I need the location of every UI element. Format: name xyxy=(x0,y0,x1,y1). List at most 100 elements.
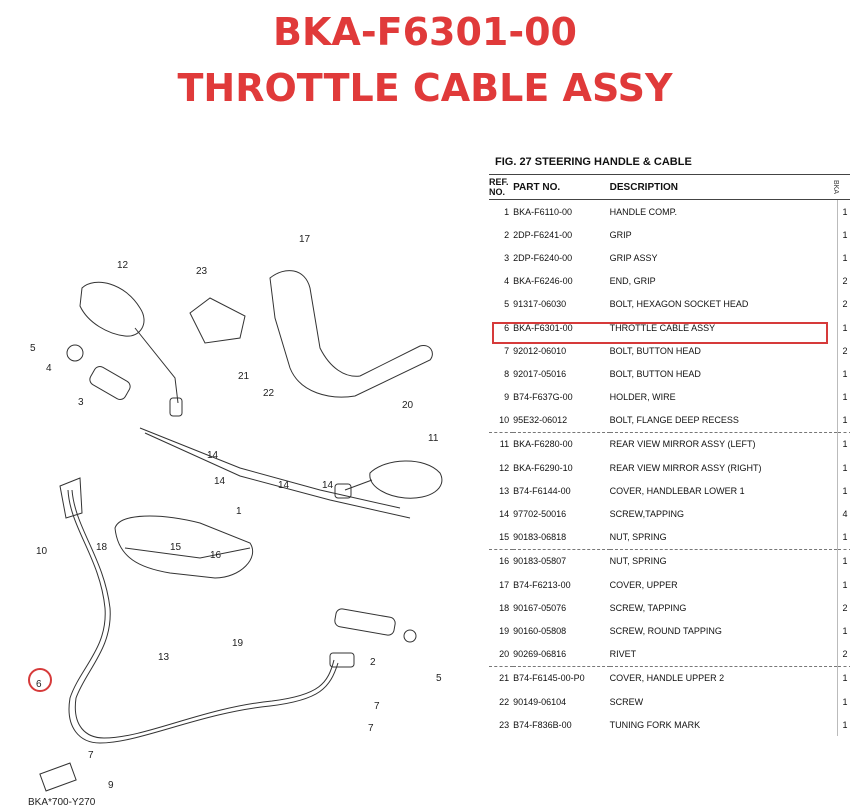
cell-desc: BOLT, BUTTON HEAD xyxy=(609,345,701,356)
cell-qty: 1 xyxy=(836,408,850,433)
cell-qty: 1 xyxy=(836,665,850,690)
callout-16: 16 xyxy=(210,550,222,561)
cell-ref: 6 xyxy=(504,322,510,333)
cell-part-no: 90183-06818 xyxy=(513,532,567,543)
cell-part-no: 90269-06816 xyxy=(513,649,567,660)
cell-qty: 1 xyxy=(836,548,850,573)
cell-ref: 13 xyxy=(499,485,510,496)
cell-ref: 14 xyxy=(499,509,510,520)
callout-14c: 14 xyxy=(278,480,290,491)
cell-part-no: BKA-F6280-00 xyxy=(513,431,610,457)
cell-part-no: B74-F6144-00 xyxy=(513,485,571,496)
callout-7a: 7 xyxy=(374,701,380,712)
cell-ref: 8 xyxy=(504,368,510,379)
cell-desc: GRIP xyxy=(609,229,632,240)
cell-part-no: 92017-05016 xyxy=(513,368,567,379)
cell-desc: BOLT, BUTTON HEAD xyxy=(609,368,701,379)
cell-ref: 1 xyxy=(504,206,510,217)
cell-desc: NUT, SPRING xyxy=(609,548,838,573)
callout-14d: 14 xyxy=(322,480,334,491)
callout-13: 13 xyxy=(158,652,170,663)
cell-desc: BOLT, FLANGE DEEP RECESS xyxy=(609,415,739,426)
cell-qty: 1 xyxy=(836,223,850,247)
cell-qty: 1 xyxy=(836,479,850,503)
callout-12: 12 xyxy=(117,260,129,271)
cell-part-no: 90160-05808 xyxy=(513,625,567,636)
upper-cover-shape xyxy=(269,270,433,398)
callout-2: 2 xyxy=(370,657,376,668)
figure-title: FIG. 27 STEERING HANDLE & CABLE xyxy=(495,156,692,168)
callout-4: 4 xyxy=(46,363,52,374)
cell-ref: 5 xyxy=(504,299,510,310)
cell-desc: TUNING FORK MARK xyxy=(609,719,701,730)
cell-part-no: 2DP-F6241-00 xyxy=(513,229,573,240)
cell-desc: COVER, UPPER xyxy=(609,579,678,590)
cell-qty: 1 xyxy=(836,199,850,224)
col-qty xyxy=(837,174,850,200)
cell-ref: 7 xyxy=(504,345,510,356)
callout-14b: 14 xyxy=(214,476,226,487)
part-code-title: BKA-F6301-00 xyxy=(273,10,577,54)
mirror-right-shape xyxy=(79,281,145,337)
cell-desc: NUT, SPRING xyxy=(609,532,667,543)
cell-ref: 21 xyxy=(489,665,514,690)
cell-ref: 11 xyxy=(489,431,514,457)
cell-desc: REAR VIEW MIRROR ASSY (LEFT) xyxy=(609,431,838,457)
cell-part-no: 90167-05076 xyxy=(513,602,567,613)
cell-part-no: 90183-05807 xyxy=(513,548,610,573)
callout-7c: 7 xyxy=(88,750,94,761)
callout-10: 9 xyxy=(108,780,114,791)
callout-14a: 14 xyxy=(207,450,219,461)
cell-desc: COVER, HANDLEBAR LOWER 1 xyxy=(609,485,745,496)
highlight-circle-ref-6 xyxy=(28,668,52,692)
callout-18b: 19 xyxy=(232,638,244,649)
callout-1: 1 xyxy=(236,506,242,517)
cell-qty: 2 xyxy=(836,292,850,316)
cell-qty: 1 xyxy=(836,713,850,737)
cell-part-no: 2DP-F6240-00 xyxy=(513,252,573,263)
callout-8: 10 xyxy=(36,546,48,557)
col-part-no: PART NO. xyxy=(513,174,610,200)
cell-ref: 22 xyxy=(499,696,510,707)
cell-desc: HOLDER, WIRE xyxy=(609,392,676,403)
grip-left-shape xyxy=(89,366,131,400)
callout-11: 11 xyxy=(428,433,439,444)
cell-ref: 4 xyxy=(504,276,510,287)
cell-desc: BOLT, HEXAGON SOCKET HEAD xyxy=(609,299,749,310)
cell-desc: END, GRIP xyxy=(609,276,656,287)
cell-part-no: 95E32-06012 xyxy=(513,415,568,426)
cell-qty: 2 xyxy=(836,339,850,363)
cell-qty: 1 xyxy=(836,385,850,409)
cell-qty: 2 xyxy=(836,269,850,293)
cell-part-no: B74-F836B-00 xyxy=(513,719,572,730)
cell-qty: 2 xyxy=(836,596,850,620)
callout-21: 23 xyxy=(196,266,208,277)
cell-desc: GRIP ASSY xyxy=(609,252,658,263)
exploded-parts-diagram: 12 17 23 5 4 3 21 22 20 11 14 14 14 14 1… xyxy=(28,234,443,808)
cell-ref: 15 xyxy=(499,532,510,543)
cover-21-shape xyxy=(189,297,246,344)
cell-ref: 18 xyxy=(499,602,510,613)
cell-ref: 12 xyxy=(499,462,510,473)
callout-18a: 18 xyxy=(96,542,108,553)
cell-part-no: 92012-06010 xyxy=(513,345,567,356)
cell-qty: 1 xyxy=(836,431,850,457)
cell-qty: 1 xyxy=(836,525,850,550)
cell-part-no: BKA-F6301-00 xyxy=(513,322,573,333)
cell-part-no: B74-F6213-00 xyxy=(513,579,571,590)
cell-part-no: B74-F6145-00-P0 xyxy=(513,665,610,690)
